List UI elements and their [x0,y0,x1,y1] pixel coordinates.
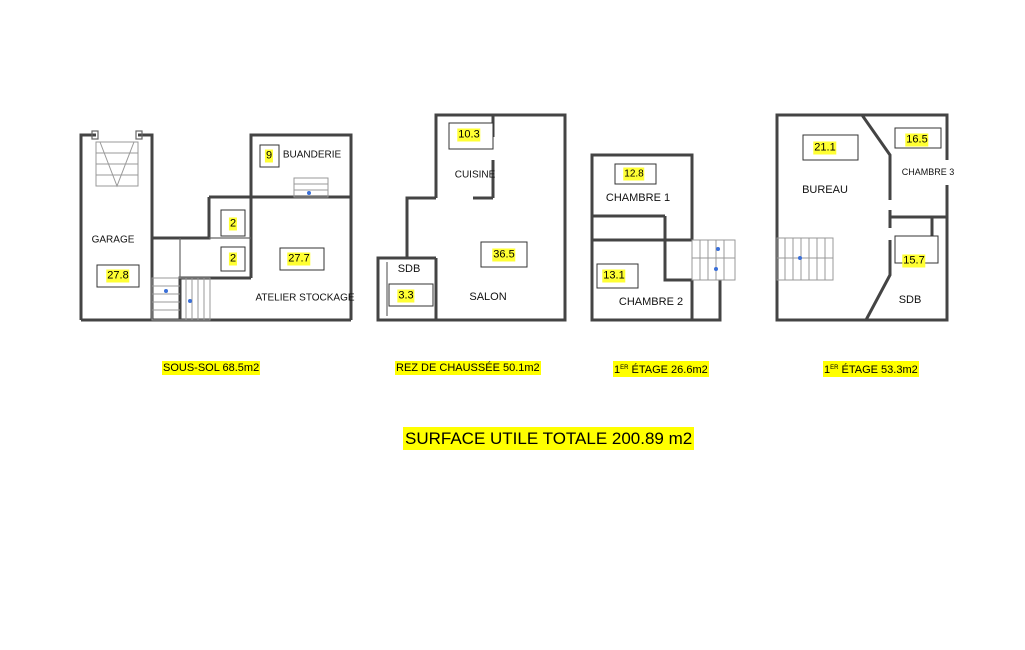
room-label-chambre-3: CHAMBRE 3 [901,167,955,177]
caption-sous-sol: SOUS-SOL 68.5m2 [162,361,261,375]
caption-rez-de-chaussee: REZ DE CHAUSSÉE 50.1m2 [395,361,541,375]
caption-prefix: 1 [614,364,621,376]
caption-text: ÉTAGE 53.3m2 [838,364,918,376]
room-label-chambre-1: CHAMBRE 1 [605,192,671,204]
room-label-buanderie: BUANDERIE [282,149,342,161]
room-label-sdb-rdc: SDB [397,263,421,275]
room-area-chambre-2: 13.1 [602,269,626,283]
room-area-salon: 36.5 [492,248,516,262]
room-label-garage: GARAGE [91,234,135,246]
caption-text: ÉTAGE 26.6m2 [628,364,708,376]
room-label-cuisine: CUISINE [454,169,496,181]
room-area-chambre-3: 16.5 [905,133,929,147]
caption-prefix: 1 [824,364,831,376]
room-label-chambre-2: CHAMBRE 2 [618,296,684,308]
plan-1er-etage-a [590,153,736,322]
room-area-buanderie: 9 [264,149,274,163]
room-area-cuisine: 10.3 [457,128,481,142]
caption-1er-etage-a: 1ER ÉTAGE 26.6m2 [613,361,709,377]
room-area-garage: 27.8 [106,269,130,283]
room-area-chambre-1: 12.8 [623,167,645,181]
caption-sup: ER [620,365,629,371]
room-label-sdb-etage: SDB [898,294,922,306]
room-label-bureau: BUREAU [802,184,848,196]
room-area-small-1: 2 [228,217,238,231]
caption-sup: ER [830,365,839,371]
room-area-sdb-etage: 15.7 [902,254,926,268]
caption-1er-etage-b: 1ER ÉTAGE 53.3m2 [823,361,919,377]
room-area-bureau: 21.1 [813,141,837,155]
room-area-sdb-rdc: 3.3 [397,289,415,303]
room-area-atelier: 27.7 [287,252,311,266]
room-label-atelier: ATELIER STOCKAGE [255,292,355,304]
total-surface: SURFACE UTILE TOTALE 200.89 m2 [403,427,695,450]
room-label-salon: SALON [469,291,507,303]
room-area-small-2: 2 [228,252,238,266]
